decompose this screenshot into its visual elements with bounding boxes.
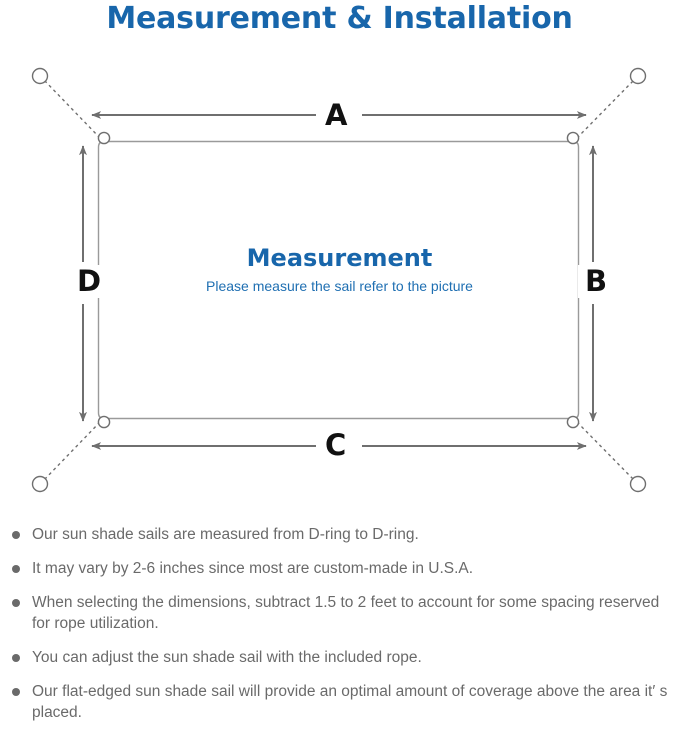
diagram-svg (31, 67, 647, 493)
sail-measurement-diagram: Measurement Please measure the sail refe… (0, 50, 679, 510)
rope-lines (43, 79, 635, 481)
note-text: Our flat-edged sun shade sail will provi… (32, 683, 668, 721)
rope-line-bottom-right (576, 421, 635, 481)
dimension-label-d: D (70, 265, 109, 298)
note-text: It may vary by 2-6 inches since most are… (32, 560, 474, 577)
list-item: Our flat-edged sun shade sail will provi… (0, 681, 679, 723)
anchor-point-bottom-left (31, 475, 49, 493)
anchor-point-bottom-right (629, 475, 647, 493)
list-item: When selecting the dimensions, subtract … (0, 592, 679, 634)
anchor-point-top-left (31, 67, 49, 85)
rope-line-top-right (576, 79, 635, 139)
list-item: It may vary by 2-6 inches since most are… (0, 558, 679, 579)
bullet-icon (12, 599, 20, 607)
list-item: Our sun shade sails are measured from D-… (0, 524, 679, 545)
page-title: Measurement & Installation (106, 1, 573, 36)
dimension-label-b: B (578, 265, 615, 298)
bullet-icon (12, 565, 20, 573)
d-rings (97, 131, 580, 429)
anchor-points (31, 67, 647, 493)
dimension-label-a: A (318, 99, 355, 132)
bullet-icon (12, 654, 20, 662)
d-ring-bottom-left (97, 415, 111, 429)
rope-line-top-left (43, 79, 101, 139)
note-text: When selecting the dimensions, subtract … (32, 594, 660, 632)
dimension-label-c: C (318, 429, 354, 462)
anchor-point-top-right (629, 67, 647, 85)
note-text: Our sun shade sails are measured from D-… (32, 526, 419, 543)
list-item: You can adjust the sun shade sail with t… (0, 647, 679, 668)
sail-outline (97, 140, 580, 420)
d-ring-top-left (97, 131, 111, 145)
d-ring-bottom-right (566, 415, 580, 429)
bullet-icon (12, 531, 20, 539)
note-text: You can adjust the sun shade sail with t… (32, 649, 422, 666)
bullet-icon (12, 688, 20, 696)
notes-list: Our sun shade sails are measured from D-… (0, 524, 679, 736)
d-ring-top-right (566, 131, 580, 145)
rope-line-bottom-left (43, 421, 101, 481)
